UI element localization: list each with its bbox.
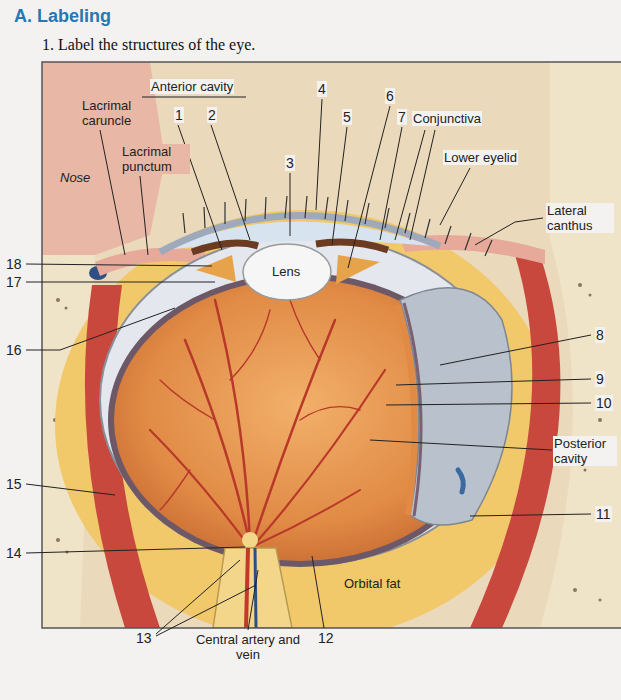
part-name: Lacrimal punctum: [120, 144, 190, 174]
leader-lines: [332, 127, 347, 245]
leader-lines: [26, 282, 215, 283]
callout-number: 14: [6, 545, 22, 561]
leader-lines: [26, 264, 212, 266]
bone-ground: [42, 62, 621, 628]
callout-number: 3: [285, 155, 295, 171]
leader-lines: [290, 173, 291, 236]
leader-lines: [348, 106, 390, 268]
lens-shape: [243, 244, 331, 300]
cornea: [160, 215, 440, 252]
retinal-vessels: [160, 470, 190, 510]
orbital-fat: [55, 210, 555, 628]
iris: [192, 243, 258, 252]
callout-number: 17: [6, 274, 22, 290]
leader-lines: [142, 97, 246, 98]
ciliary-body: [196, 255, 236, 282]
leader-lines: [156, 585, 256, 636]
callout-number: 2: [207, 107, 217, 123]
vessel-cut: [458, 470, 463, 492]
leader-lines: [140, 176, 148, 255]
optic-disc: [242, 532, 258, 548]
leader-lines: [396, 379, 591, 385]
leader-lines: [410, 130, 435, 240]
part-name: Conjunctiva: [412, 111, 482, 126]
leader-lines: [316, 99, 322, 210]
callout-number: 16: [6, 342, 22, 358]
optic-nerve: [213, 548, 292, 628]
part-name: Lateral canthus: [546, 203, 614, 233]
part-name: Lower eyelid: [443, 150, 518, 165]
callout-number: 12: [318, 630, 334, 646]
illustration-group: [42, 62, 621, 628]
part-name: Lens: [270, 264, 302, 279]
bone-dots: [56, 298, 60, 302]
leader-lines: [156, 560, 240, 634]
bone-dots: [573, 588, 577, 592]
central-artery: [246, 548, 248, 628]
leader-lines: [395, 130, 425, 240]
leader-lines: [380, 127, 402, 240]
retinal-vessels: [230, 310, 270, 380]
bone-dots: [578, 283, 582, 287]
callout-number: 8: [595, 327, 605, 343]
iris: [316, 242, 388, 250]
leader-lines: [26, 308, 175, 350]
leader-lines: [440, 168, 470, 225]
retinal-vessels: [254, 370, 385, 545]
retinal-vessels: [185, 340, 250, 545]
leader-lines: [386, 403, 591, 405]
retinal-vessels: [150, 430, 248, 545]
bone-dots: [599, 599, 602, 602]
callout-number: 6: [385, 88, 395, 104]
part-name: Nose: [58, 170, 92, 185]
bone-dots: [56, 538, 60, 542]
bone-dots: [589, 294, 592, 297]
leader-lines: [312, 556, 324, 628]
callout-number: 15: [6, 476, 22, 492]
leader-lines: [26, 97, 591, 636]
part-name: Central artery and vein: [192, 632, 304, 662]
part-name: Anterior cavity: [150, 79, 234, 94]
part-name: Lacrimal caruncle: [80, 98, 150, 128]
retinal-vessels: [150, 300, 385, 545]
leader-lines: [475, 218, 543, 245]
callout-number: 10: [595, 395, 613, 411]
callout-number: 18: [6, 256, 22, 272]
leader-lines: [248, 570, 258, 630]
bone-dots: [584, 469, 587, 472]
instruction: 1. Label the structures of the eye.: [42, 36, 255, 54]
callout-number: 4: [317, 81, 327, 97]
leader-lines: [211, 125, 250, 240]
bone-dots: [598, 418, 602, 422]
callout-number: 1: [174, 107, 184, 123]
bone-dots: [65, 307, 68, 310]
callout-number: 7: [397, 109, 407, 125]
leader-lines: [440, 335, 591, 365]
retinal-vessels: [256, 490, 360, 545]
frame: [42, 62, 621, 628]
leader-lines: [470, 514, 591, 516]
callout-number: 5: [342, 109, 352, 125]
ciliary-body: [336, 255, 380, 284]
retinal-vessels: [160, 380, 215, 420]
callout-number: 13: [136, 630, 152, 646]
leader-lines: [26, 484, 115, 495]
retinal-vessels: [300, 407, 360, 420]
callout-number: 9: [595, 371, 605, 387]
section-heading: A. Labeling: [14, 6, 111, 27]
part-name: Orbital fat: [342, 576, 402, 591]
leader-lines: [370, 440, 552, 450]
part-name: Posterior cavity: [553, 436, 617, 466]
callout-number: 11: [595, 506, 612, 522]
retinal-vessels: [290, 300, 320, 360]
leader-lines: [26, 547, 245, 553]
choroid-layer: [404, 303, 421, 516]
